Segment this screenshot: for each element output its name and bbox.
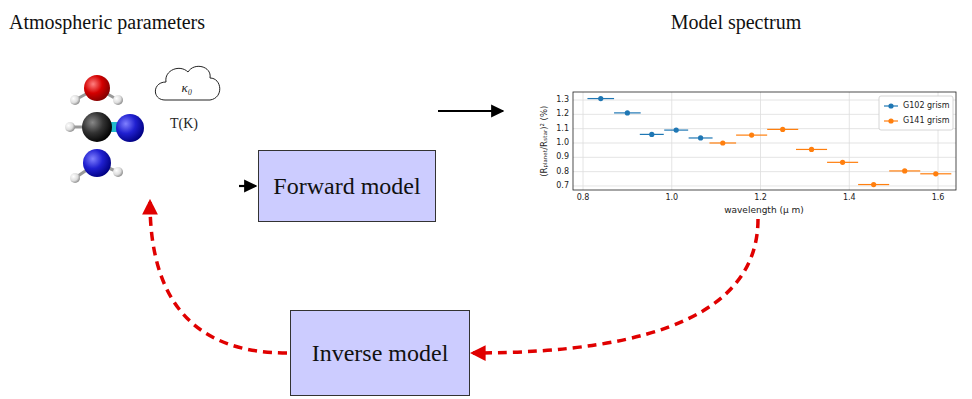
axis-title: wavelength (μ m) [724, 206, 804, 215]
feedback-arrow [473, 219, 758, 353]
legend-swatch [883, 117, 899, 125]
parameter-group: Atmospheric parameters [5, 5, 237, 200]
legend-text: G141 grism [903, 117, 950, 125]
axis-title: (Rₚₗₐₙₑₜ/Rₛₜₐᵣ)² (%) [541, 105, 550, 176]
tick-label: 1.6 [932, 194, 945, 202]
group-heading: Model spectrum [505, 11, 967, 34]
tick-label: 1.2 [754, 194, 767, 202]
spectrum-group: Model spectrum [505, 5, 967, 217]
opacity-symbol: κ₀ [182, 81, 193, 94]
flow-arrow [438, 110, 503, 112]
process-box: Forward model [258, 150, 436, 222]
tick-label: 0.9 [556, 153, 569, 161]
flow-arrow [239, 185, 256, 187]
tick-label: 0.8 [577, 194, 590, 202]
tick-label: 0.8 [556, 168, 569, 176]
legend-swatch [883, 102, 899, 110]
box-label: Inverse model [312, 340, 449, 367]
cloud [155, 66, 219, 100]
legend-text: G102 grism [903, 102, 950, 110]
tick-label: 1.3 [556, 96, 569, 104]
temperature-symbol: T(K) [170, 117, 198, 131]
feedback-arrow [150, 202, 287, 353]
molecules [65, 75, 144, 183]
group-heading: Atmospheric parameters [9, 11, 205, 34]
tick-label: 1.0 [665, 194, 678, 202]
tick-label: 0.7 [556, 182, 569, 190]
process-box: Inverse model [290, 310, 470, 396]
tick-label: 1.0 [556, 139, 569, 147]
box-label: Forward model [273, 173, 420, 200]
tick-label: 1.4 [843, 194, 856, 202]
tick-label: 1.1 [556, 125, 569, 133]
tick-label: 1.2 [556, 110, 569, 118]
spectrum-chart [573, 92, 956, 190]
